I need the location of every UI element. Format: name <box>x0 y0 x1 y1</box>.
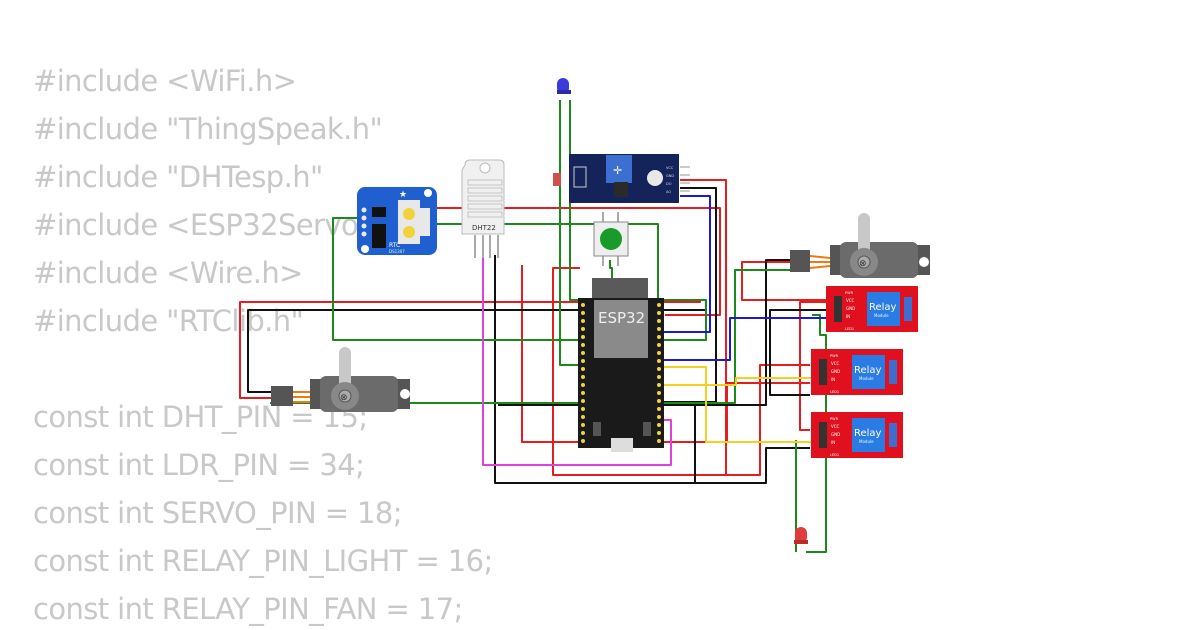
code-line: const int LDR_PIN = 34; <box>33 448 365 482</box>
esp32-board[interactable]: ESP32 <box>578 278 664 452</box>
code-line: #include "RTClib.h" <box>33 304 304 338</box>
relay-led-pwr: PWR <box>830 417 839 421</box>
wire-red[interactable] <box>799 301 830 431</box>
relay-sublabel: Module <box>859 439 874 444</box>
relay-pin-gnd: GND <box>846 306 855 311</box>
relay-label: Relay <box>854 365 882 376</box>
servo-horn-icon: ⊗ <box>859 259 867 269</box>
relay-label: Relay <box>854 428 882 439</box>
relay-pin-vcc: VCC <box>831 361 840 366</box>
relay-led-1: LED1 <box>845 327 854 331</box>
relay-pin-vcc: VCC <box>831 424 840 429</box>
code-line: const int SERVO_PIN = 18; <box>33 496 402 530</box>
relay-led-1: LED1 <box>830 390 839 394</box>
relay-pin-in: IN <box>831 440 835 445</box>
code-line: const int RELAY_PIN_LIGHT = 16; <box>33 544 493 578</box>
esp32-pins-right <box>657 303 661 443</box>
rtc-label: RTC <box>389 242 400 249</box>
wire-red[interactable] <box>726 364 810 476</box>
wire-red[interactable] <box>239 300 701 399</box>
esp32-pins-left <box>581 303 585 443</box>
ldr-module[interactable]: ✛ VCC GND DO AO <box>553 154 690 203</box>
relay-led-pwr: PWR <box>845 291 854 295</box>
wire-black[interactable] <box>695 447 810 484</box>
ldr-pin-vcc: VCC <box>666 166 674 170</box>
wire-black[interactable] <box>769 309 830 396</box>
servo-right[interactable]: ⊗ <box>790 213 930 278</box>
wire-blue[interactable] <box>660 317 830 361</box>
code-line: const int RELAY_PIN_FAN = 17; <box>33 592 463 626</box>
code-line: #include <WiFi.h> <box>33 64 297 98</box>
wires <box>239 100 830 553</box>
star-icon: ★ <box>399 190 407 200</box>
wire-black[interactable] <box>660 187 717 403</box>
relay-led-1: LED1 <box>830 453 839 457</box>
dht22-label: DHT22 <box>472 224 496 232</box>
relay-led-pwr: PWR <box>830 354 839 358</box>
wire-green[interactable] <box>270 269 800 404</box>
ldr-pin-gnd: GND <box>666 174 674 178</box>
led-blue[interactable] <box>557 78 571 94</box>
dht22-sensor[interactable]: DHT22 <box>461 159 505 258</box>
led-red[interactable] <box>794 527 808 544</box>
wire-red[interactable] <box>741 261 830 301</box>
usb-port <box>611 438 633 452</box>
relay-pin-in: IN <box>831 377 835 382</box>
relay-pin-gnd: GND <box>831 369 840 374</box>
relay-sublabel: Module <box>874 313 889 318</box>
wire-red[interactable] <box>552 179 727 476</box>
servo-left[interactable]: ⊗ <box>271 347 410 412</box>
wire-green[interactable] <box>806 314 827 553</box>
rtc-module[interactable]: ★ RTC DS1307 <box>357 187 437 255</box>
servo-horn-icon: ⊗ <box>340 393 348 403</box>
wire-green[interactable] <box>559 100 582 366</box>
esp32-label: ESP32 <box>598 309 645 327</box>
relay-module-1[interactable]: Relay Module VCC GND IN PWR LED1 <box>826 286 918 332</box>
wire-magenta[interactable] <box>482 255 672 466</box>
wire-black[interactable] <box>494 255 696 484</box>
code-line: #include "ThingSpeak.h" <box>33 112 383 146</box>
potentiometer-icon: ✛ <box>613 164 622 177</box>
ldr-pin-ao: AO <box>666 190 671 194</box>
code-line: #include "DHTesp.h" <box>33 160 323 194</box>
wire-red[interactable] <box>380 207 721 316</box>
relay-pin-gnd: GND <box>831 432 840 437</box>
rtc-sublabel: DS1307 <box>389 249 405 254</box>
wire-black[interactable] <box>247 309 706 393</box>
wire-green[interactable] <box>332 217 707 341</box>
code-line: const int DHT_PIN = 15; <box>33 400 368 434</box>
code-line: #include <Wire.h> <box>33 256 303 290</box>
relay-module-2[interactable]: Relay Module VCC GND IN PWR LED1 <box>811 349 903 395</box>
relay-label: Relay <box>869 302 897 313</box>
pushbutton[interactable] <box>593 212 629 266</box>
relay-pin-in: IN <box>846 314 850 319</box>
relay-sublabel: Module <box>859 376 874 381</box>
wire-yellow[interactable] <box>660 377 812 386</box>
ldr-pin-do: DO <box>666 182 672 186</box>
wire-yellow[interactable] <box>660 366 812 443</box>
relay-pin-vcc: VCC <box>846 298 855 303</box>
relay-module-3[interactable]: Relay Module VCC GND IN PWR LED1 <box>811 412 903 458</box>
